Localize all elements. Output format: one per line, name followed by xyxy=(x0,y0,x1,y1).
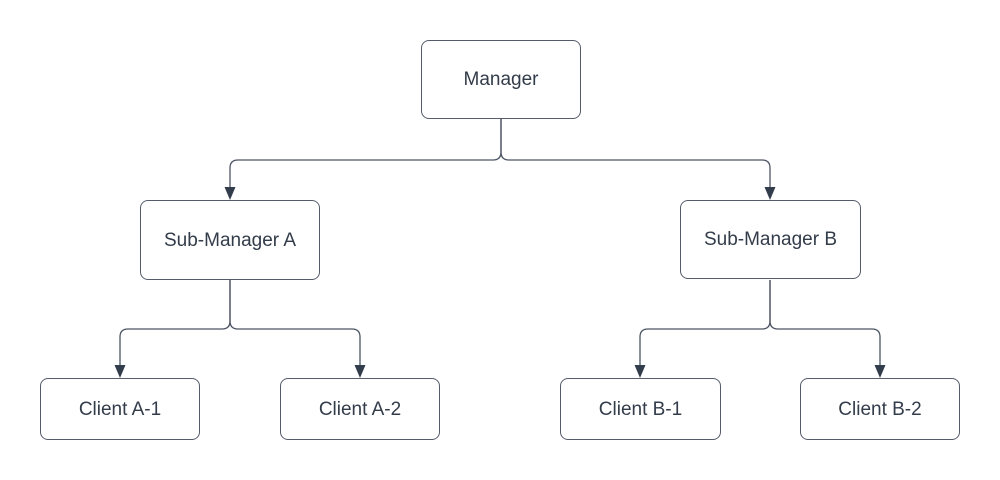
node-sub-manager-a: Sub-Manager A xyxy=(140,200,320,280)
edge-manager-sub-manager-b xyxy=(500,119,771,188)
arrowhead-icon xyxy=(114,365,126,378)
node-client-b1: Client B-1 xyxy=(560,378,721,440)
arrowhead-icon xyxy=(634,365,646,378)
arrowhead-icon xyxy=(874,365,886,378)
node-sub-manager-b: Sub-Manager B xyxy=(680,200,861,279)
edge-sub-manager-b-client-b2 xyxy=(769,280,881,366)
edge-sub-manager-b-client-b1 xyxy=(639,280,771,366)
arrowhead-icon xyxy=(224,187,236,200)
node-manager: Manager xyxy=(421,40,581,119)
edge-sub-manager-a-client-a2 xyxy=(229,280,361,366)
arrowhead-icon xyxy=(354,365,366,378)
node-client-a1: Client A-1 xyxy=(40,378,200,440)
arrowhead-icon xyxy=(764,187,776,200)
node-client-a2: Client A-2 xyxy=(280,378,440,440)
node-client-b2: Client B-2 xyxy=(800,378,960,440)
edge-sub-manager-a-client-a1 xyxy=(119,280,231,366)
edge-manager-sub-manager-a xyxy=(229,119,502,188)
